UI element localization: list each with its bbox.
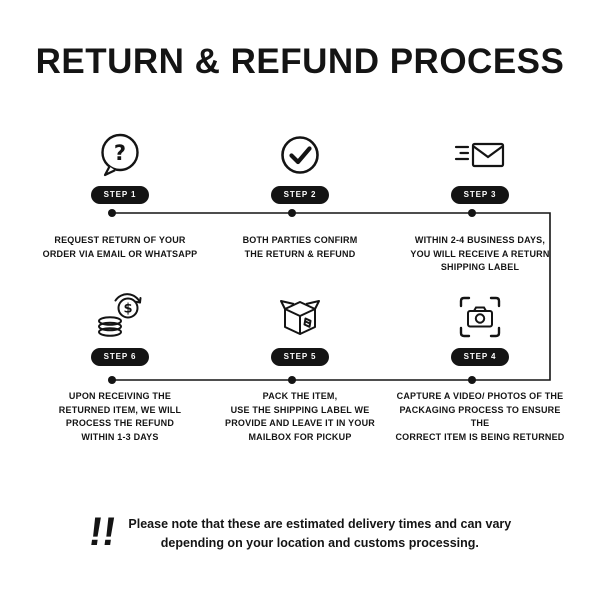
footer-note: !! Please note that these are estimated … — [0, 510, 600, 556]
step-1-description: REQUEST RETURN OF YOUR ORDER VIA EMAIL O… — [42, 235, 198, 259]
package-box-icon — [275, 292, 325, 342]
question-bubble-icon: ? — [97, 130, 143, 180]
checkmark-circle-icon — [277, 130, 323, 180]
bottom-step-row: $ STEP 6 STEP 5 — [0, 292, 600, 366]
svg-text:?: ? — [114, 141, 126, 165]
bottom-text-row: UPON RECEIVING THE RETURNED ITEM, WE WIL… — [0, 390, 600, 444]
step-3-description: WITHIN 2-4 BUSINESS DAYS, YOU WILL RECEI… — [410, 235, 550, 272]
step-badge: STEP 6 — [90, 348, 150, 366]
step-5-block: STEP 5 — [210, 292, 390, 366]
step-2-description: BOTH PARTIES CONFIRM THE RETURN & REFUND — [242, 235, 358, 259]
step-1-block: ? STEP 1 — [30, 130, 210, 204]
double-exclamation-icon: !! — [85, 510, 119, 554]
step-2-block: STEP 2 — [210, 130, 390, 204]
step-6-block: $ STEP 6 — [30, 292, 210, 366]
step-5-description: PACK THE ITEM, USE THE SHIPPING LABEL WE… — [225, 391, 375, 442]
step-badge: STEP 3 — [450, 186, 510, 204]
page-title: RETURN & REFUND PROCESS — [35, 42, 565, 81]
step-4-block: STEP 4 — [390, 292, 570, 366]
refund-coins-icon: $ — [95, 292, 145, 342]
envelope-send-icon — [452, 130, 508, 180]
camera-capture-icon — [455, 292, 505, 342]
step-badge: STEP 1 — [90, 186, 150, 204]
svg-text:$: $ — [123, 302, 132, 317]
top-step-row: ? STEP 1 STEP 2 — [0, 130, 600, 204]
top-text-row: REQUEST RETURN OF YOUR ORDER VIA EMAIL O… — [0, 234, 600, 275]
step-badge: STEP 5 — [270, 348, 330, 366]
step-badge: STEP 2 — [270, 186, 330, 204]
step-4-description: CAPTURE A VIDEO/ PHOTOS OF THE PACKAGING… — [395, 391, 565, 442]
footer-note-text: Please note that these are estimated del… — [128, 517, 512, 550]
step-6-description: UPON RECEIVING THE RETURNED ITEM, WE WIL… — [58, 391, 182, 442]
step-3-block: STEP 3 — [390, 130, 570, 204]
step-badge: STEP 4 — [450, 348, 510, 366]
